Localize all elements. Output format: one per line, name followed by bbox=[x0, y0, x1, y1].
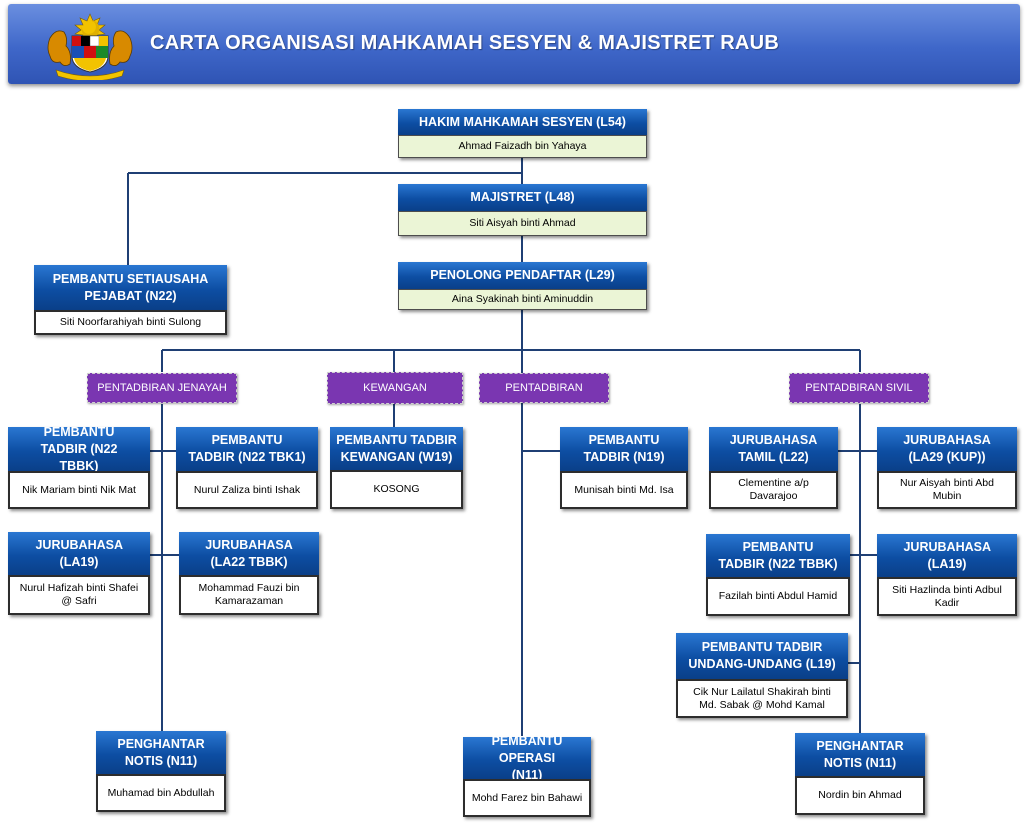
jenayah-tadbir-tbbk-box: PEMBANTU TADBIR (N22 TBBK) Nik Mariam bi… bbox=[8, 425, 150, 509]
pentadbiran-tadbir-n19-box: PEMBANTU TADBIR (N19) Munisah binti Md. … bbox=[560, 427, 688, 509]
jenayah-jurubahasa-la22-box: JURUBAHASA (LA22 TBBK) Mohammad Fauzi bi… bbox=[179, 532, 319, 615]
jenayah-jurubahasa-la22-name: Mohammad Fauzi bin Kamarazaman bbox=[179, 575, 319, 615]
sivil-tadbir-undang-title: PEMBANTU TADBIR UNDANG-UNDANG (L19) bbox=[676, 633, 848, 679]
sivil-tadbir-tbbk-title: PEMBANTU TADBIR (N22 TBBK) bbox=[706, 534, 850, 577]
penolong-pendaftar-box: PENOLONG PENDAFTAR (L29) Aina Syakinah b… bbox=[398, 262, 647, 310]
setiausaha-name: Siti Noorfarahiyah binti Sulong bbox=[34, 310, 227, 335]
setiausaha-title: PEMBANTU SETIAUSAHA PEJABAT (N22) bbox=[34, 265, 227, 310]
majistret-title: MAJISTRET (L48) bbox=[398, 184, 647, 211]
sivil-penghantar-notis-name: Nordin bin Ahmad bbox=[795, 776, 925, 815]
sivil-jurubahasa-la29-box: JURUBAHASA (LA29 (KUP)) Nur Aisyah binti… bbox=[877, 427, 1017, 509]
sivil-penghantar-notis-title: PENGHANTAR NOTIS (N11) bbox=[795, 733, 925, 776]
jenayah-penghantar-notis-name: Muhamad bin Abdullah bbox=[96, 774, 226, 812]
penolong-pendaftar-title: PENOLONG PENDAFTAR (L29) bbox=[398, 262, 647, 289]
jenayah-jurubahasa-la22-title: JURUBAHASA (LA22 TBBK) bbox=[179, 532, 319, 575]
sivil-tadbir-tbbk-box: PEMBANTU TADBIR (N22 TBBK) Fazilah binti… bbox=[706, 534, 850, 616]
sivil-jurubahasa-tamil-box: JURUBAHASA TAMIL (L22) Clementine a/p Da… bbox=[709, 427, 838, 509]
malaysia-coat-of-arms-icon bbox=[47, 13, 133, 80]
dept-pentadbiran-sivil: PENTADBIRAN SIVIL bbox=[789, 373, 929, 403]
jenayah-jurubahasa-la19-name: Nurul Hafizah binti Shafei @ Safri bbox=[8, 575, 150, 615]
jenayah-tadbir-tbk1-box: PEMBANTU TADBIR (N22 TBK1) Nurul Zaliza … bbox=[176, 427, 318, 509]
pentadbiran-tadbir-n19-name: Munisah binti Md. Isa bbox=[560, 471, 688, 509]
majistret-name: Siti Aisyah binti Ahmad bbox=[398, 211, 647, 236]
sivil-jurubahasa-tamil-title: JURUBAHASA TAMIL (L22) bbox=[709, 427, 838, 471]
jenayah-tadbir-tbk1-name: Nurul Zaliza binti Ishak bbox=[176, 471, 318, 509]
jenayah-tadbir-tbk1-title: PEMBANTU TADBIR (N22 TBK1) bbox=[176, 427, 318, 471]
header-banner: CARTA ORGANISASI MAHKAMAH SESYEN & MAJIS… bbox=[8, 4, 1020, 84]
sivil-tadbir-tbbk-name: Fazilah binti Abdul Hamid bbox=[706, 577, 850, 616]
dept-pentadbiran: PENTADBIRAN bbox=[479, 373, 609, 403]
jenayah-jurubahasa-la19-box: JURUBAHASA (LA19) Nurul Hafizah binti Sh… bbox=[8, 532, 150, 615]
hakim-title: HAKIM MAHKAMAH SESYEN (L54) bbox=[398, 109, 647, 135]
hakim-name: Ahmad Faizadh bin Yahaya bbox=[398, 135, 647, 158]
kewangan-tadbir-w19-name: KOSONG bbox=[330, 470, 463, 509]
page-title: CARTA ORGANISASI MAHKAMAH SESYEN & MAJIS… bbox=[150, 32, 780, 54]
sivil-tadbir-undang-box: PEMBANTU TADBIR UNDANG-UNDANG (L19) Cik … bbox=[676, 633, 848, 718]
dept-kewangan: KEWANGAN bbox=[327, 372, 463, 404]
sivil-jurubahasa-la29-name: Nur Aisyah binti Abd Mubin bbox=[877, 471, 1017, 509]
penolong-pendaftar-name: Aina Syakinah binti Aminuddin bbox=[398, 289, 647, 310]
kewangan-tadbir-w19-title: PEMBANTU TADBIR KEWANGAN (W19) bbox=[330, 427, 463, 470]
dept-pentadbiran-jenayah: PENTADBIRAN JENAYAH bbox=[87, 373, 237, 403]
setiausaha-box: PEMBANTU SETIAUSAHA PEJABAT (N22) Siti N… bbox=[34, 265, 227, 335]
kewangan-tadbir-w19-box: PEMBANTU TADBIR KEWANGAN (W19) KOSONG bbox=[330, 427, 463, 509]
pentadbiran-operasi-title: PEMBANTU OPERASI (N11) bbox=[463, 734, 591, 782]
majistret-box: MAJISTRET (L48) Siti Aisyah binti Ahmad bbox=[398, 184, 647, 236]
hakim-box: HAKIM MAHKAMAH SESYEN (L54) Ahmad Faizad… bbox=[398, 109, 647, 158]
sivil-jurubahasa-la19-box: JURUBAHASA (LA19) Siti Hazlinda binti Ad… bbox=[877, 534, 1017, 616]
sivil-jurubahasa-la19-name: Siti Hazlinda binti Adbul Kadir bbox=[877, 577, 1017, 616]
jenayah-penghantar-notis-title: PENGHANTAR NOTIS (N11) bbox=[96, 731, 226, 774]
sivil-jurubahasa-la19-title: JURUBAHASA (LA19) bbox=[877, 534, 1017, 577]
pentadbiran-operasi-box: PEMBANTU OPERASI (N11) Mohd Farez bin Ba… bbox=[463, 734, 591, 817]
sivil-penghantar-notis-box: PENGHANTAR NOTIS (N11) Nordin bin Ahmad bbox=[795, 733, 925, 815]
sivil-jurubahasa-tamil-name: Clementine a/p Davarajoo bbox=[709, 471, 838, 509]
pentadbiran-operasi-name: Mohd Farez bin Bahawi bbox=[463, 779, 591, 817]
sivil-jurubahasa-la29-title: JURUBAHASA (LA29 (KUP)) bbox=[877, 427, 1017, 471]
jenayah-tadbir-tbbk-name: Nik Mariam binti Nik Mat bbox=[8, 471, 150, 509]
sivil-tadbir-undang-name: Cik Nur Lailatul Shakirah binti Md. Saba… bbox=[676, 679, 848, 718]
pentadbiran-tadbir-n19-title: PEMBANTU TADBIR (N19) bbox=[560, 427, 688, 471]
jenayah-penghantar-notis-box: PENGHANTAR NOTIS (N11) Muhamad bin Abdul… bbox=[96, 731, 226, 812]
jenayah-tadbir-tbbk-title: PEMBANTU TADBIR (N22 TBBK) bbox=[8, 425, 150, 473]
jenayah-jurubahasa-la19-title: JURUBAHASA (LA19) bbox=[8, 532, 150, 575]
